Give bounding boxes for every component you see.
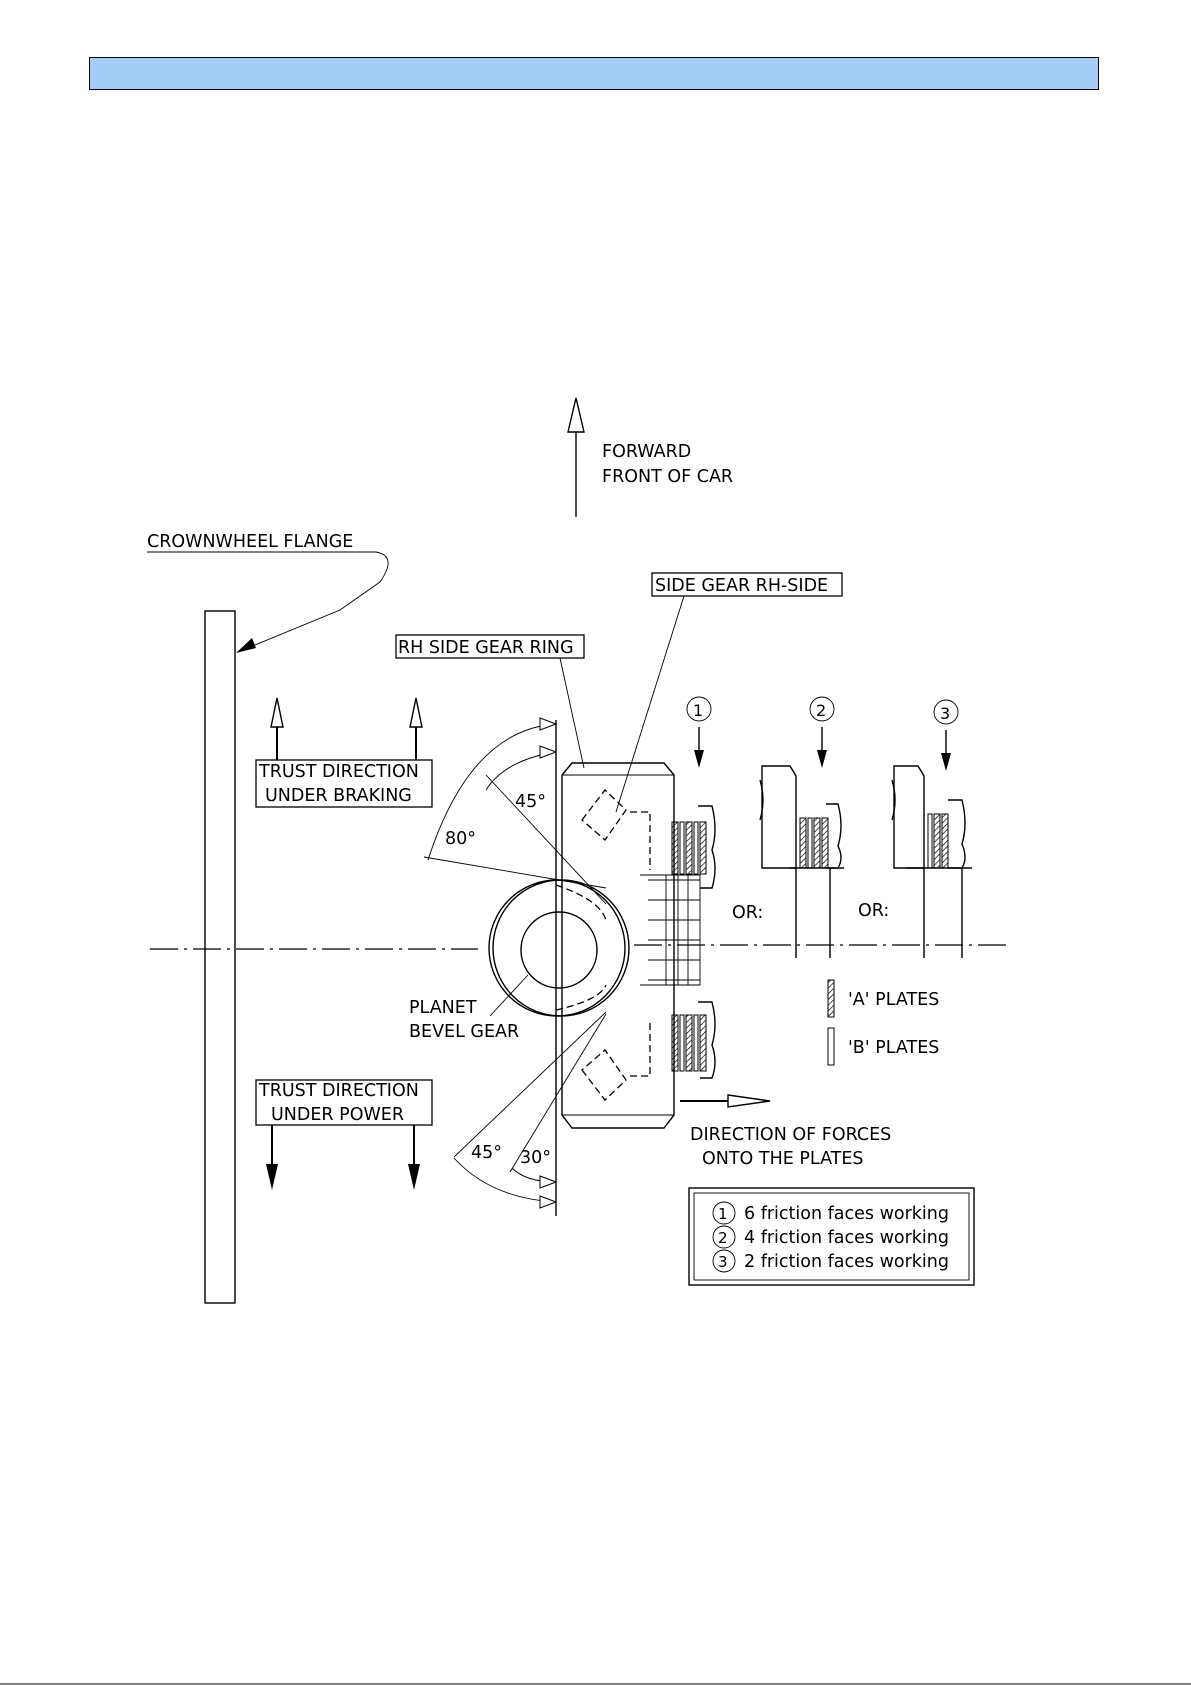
a-plates-label: 'A' PLATES: [848, 990, 939, 1010]
config-3-detail: [891, 765, 972, 958]
angle-45-top: 45°: [515, 792, 546, 812]
forces-line2: ONTO THE PLATES: [702, 1149, 864, 1169]
trust-power-line2: UNDER POWER: [271, 1105, 404, 1125]
trust-power-line1: TRUST DIRECTION: [258, 1081, 419, 1101]
a-plate-swatch: [827, 979, 835, 1018]
svg-text:2 friction faces working: 2 friction faces working: [744, 1252, 949, 1272]
bevel-gear-label: BEVEL GEAR: [409, 1022, 519, 1042]
angle-30: 30°: [520, 1148, 551, 1168]
angle-80: 80°: [445, 829, 476, 849]
rh-side-gear-ring-label: RH SIDE GEAR RING: [398, 638, 574, 658]
svg-text:3: 3: [940, 704, 950, 723]
config-2-marker: 2: [809, 696, 835, 768]
forward-label: FORWARD: [602, 442, 691, 462]
forces-arrow: [680, 1094, 771, 1108]
braking-label-box: [255, 759, 433, 808]
plate-pack-1: [671, 805, 716, 1079]
power-label-box: [255, 1079, 433, 1126]
svg-text:3: 3: [718, 1253, 728, 1271]
friction-legend-row-1: 1 6 friction faces working: [712, 1201, 949, 1225]
config-3-marker: 3: [933, 699, 959, 771]
svg-text:2: 2: [816, 701, 826, 720]
rh-gear-ring-leader: [559, 657, 585, 769]
braking-arrows: [270, 697, 423, 762]
config-1-marker: 1: [686, 696, 712, 768]
friction-legend-row-2: 2 4 friction faces working: [712, 1225, 949, 1249]
header-bar: [89, 57, 1099, 90]
svg-text:4 friction faces working: 4 friction faces working: [744, 1228, 949, 1248]
or-label-1: OR:: [732, 903, 763, 923]
front-of-car-label: FRONT OF CAR: [602, 467, 733, 487]
svg-text:6 friction faces working: 6 friction faces working: [744, 1204, 949, 1224]
crownwheel-flange-label: CROWNWHEEL FLANGE: [147, 532, 353, 552]
or-label-2: OR:: [858, 901, 889, 921]
svg-text:2: 2: [718, 1229, 728, 1247]
power-arrows: [266, 1125, 420, 1190]
b-plate-swatch: [827, 1027, 835, 1066]
crownwheel-leader-arrowhead: [236, 638, 256, 653]
b-plates-label: 'B' PLATES: [848, 1038, 939, 1058]
svg-text:1: 1: [718, 1205, 728, 1223]
trust-braking-line2: UNDER BRAKING: [265, 786, 412, 806]
forward-arrow: [567, 397, 585, 517]
crownwheel-leader: [147, 551, 389, 653]
friction-legend-row-3: 3 2 friction faces working: [712, 1249, 949, 1273]
svg-text:1: 1: [693, 701, 703, 720]
planet-label: PLANET: [409, 998, 477, 1018]
crownwheel-flange: [204, 610, 236, 1304]
rh-side-gear-ring-box: [395, 634, 585, 659]
side-gear-rh-side-box: [651, 572, 843, 597]
angle-45-bottom: 45°: [471, 1143, 502, 1163]
angle-arcs: [427, 717, 558, 1209]
planet-bevel-gear: [488, 879, 630, 1017]
config-2-detail: [759, 765, 844, 958]
trust-braking-line1: TRUST DIRECTION: [258, 762, 419, 782]
forces-line1: DIRECTION OF FORCES: [690, 1125, 891, 1145]
side-gear: [561, 762, 701, 1129]
friction-legend-box: [688, 1187, 975, 1286]
side-gear-leader: [615, 595, 685, 813]
side-gear-rh-side-label: SIDE GEAR RH-SIDE: [655, 576, 828, 596]
